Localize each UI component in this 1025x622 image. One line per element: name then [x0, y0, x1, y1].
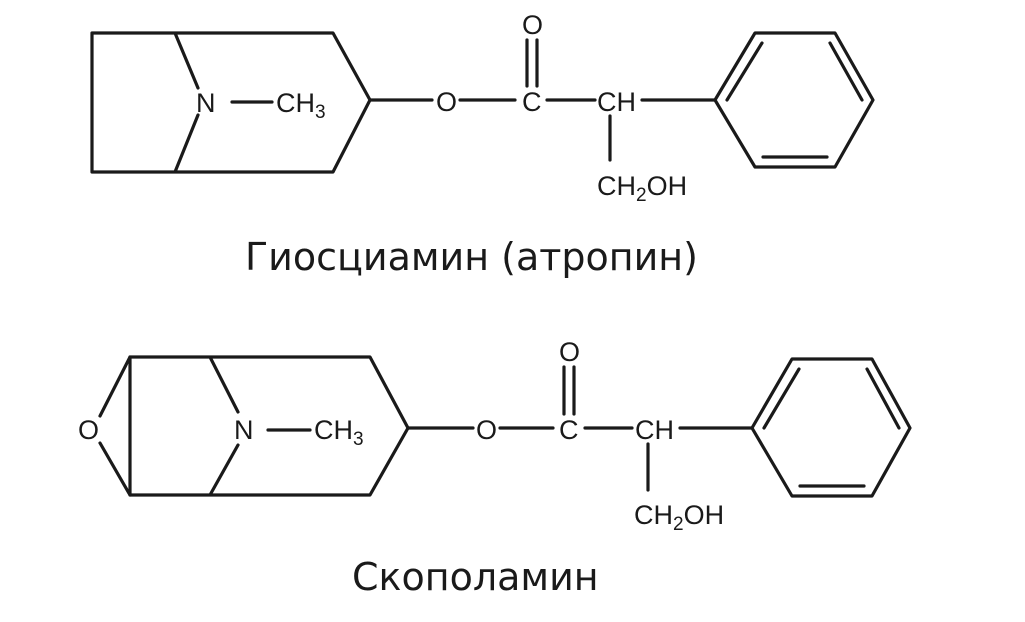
carbonyl-carbon-label-2: C — [559, 415, 579, 445]
nitrogen-label: N — [196, 88, 216, 118]
scopolamine-structure: O N CH3 O O C CH CH2OH — [78, 337, 912, 535]
molecule-name-hyoscyamine: Гиосциамин (атропин) — [245, 235, 698, 279]
ch-label-2: CH — [635, 415, 674, 445]
ch2oh-label-2: CH2OH — [634, 500, 724, 535]
methyl-label-2: CH3 — [314, 415, 364, 450]
scopine-ring-bonds — [128, 355, 410, 497]
carbonyl-oxygen-label: O — [522, 10, 543, 40]
carbonyl-oxygen-label-2: O — [559, 337, 580, 367]
ester-oxygen-label: O — [436, 87, 457, 117]
carbonyl-carbon-label: C — [522, 87, 542, 117]
benzene-inner-bond-1 — [725, 41, 764, 102]
tropane-ring-bonds — [90, 31, 372, 174]
benzene-inner-bond-2 — [828, 41, 864, 102]
molecule-name-scopolamine: Скополамин — [352, 555, 599, 599]
epoxide-oxygen-label: O — [78, 415, 99, 445]
ester-oxygen-label-2: O — [476, 415, 497, 445]
epoxide-bond-1 — [98, 355, 132, 418]
benzene-inner-bond-4 — [762, 367, 801, 430]
benzene-ring-2 — [750, 357, 912, 498]
methyl-label: CH3 — [276, 88, 326, 123]
ch-label: CH — [597, 87, 636, 117]
benzene-inner-bond-5 — [865, 367, 901, 430]
ch2oh-label: CH2OH — [597, 171, 687, 206]
nitrogen-label-2: N — [234, 415, 254, 445]
benzene-ring — [713, 31, 875, 169]
hyoscyamine-structure: N CH3 O O C CH CH2OH — [90, 10, 875, 206]
epoxide-bond-2 — [98, 441, 132, 497]
